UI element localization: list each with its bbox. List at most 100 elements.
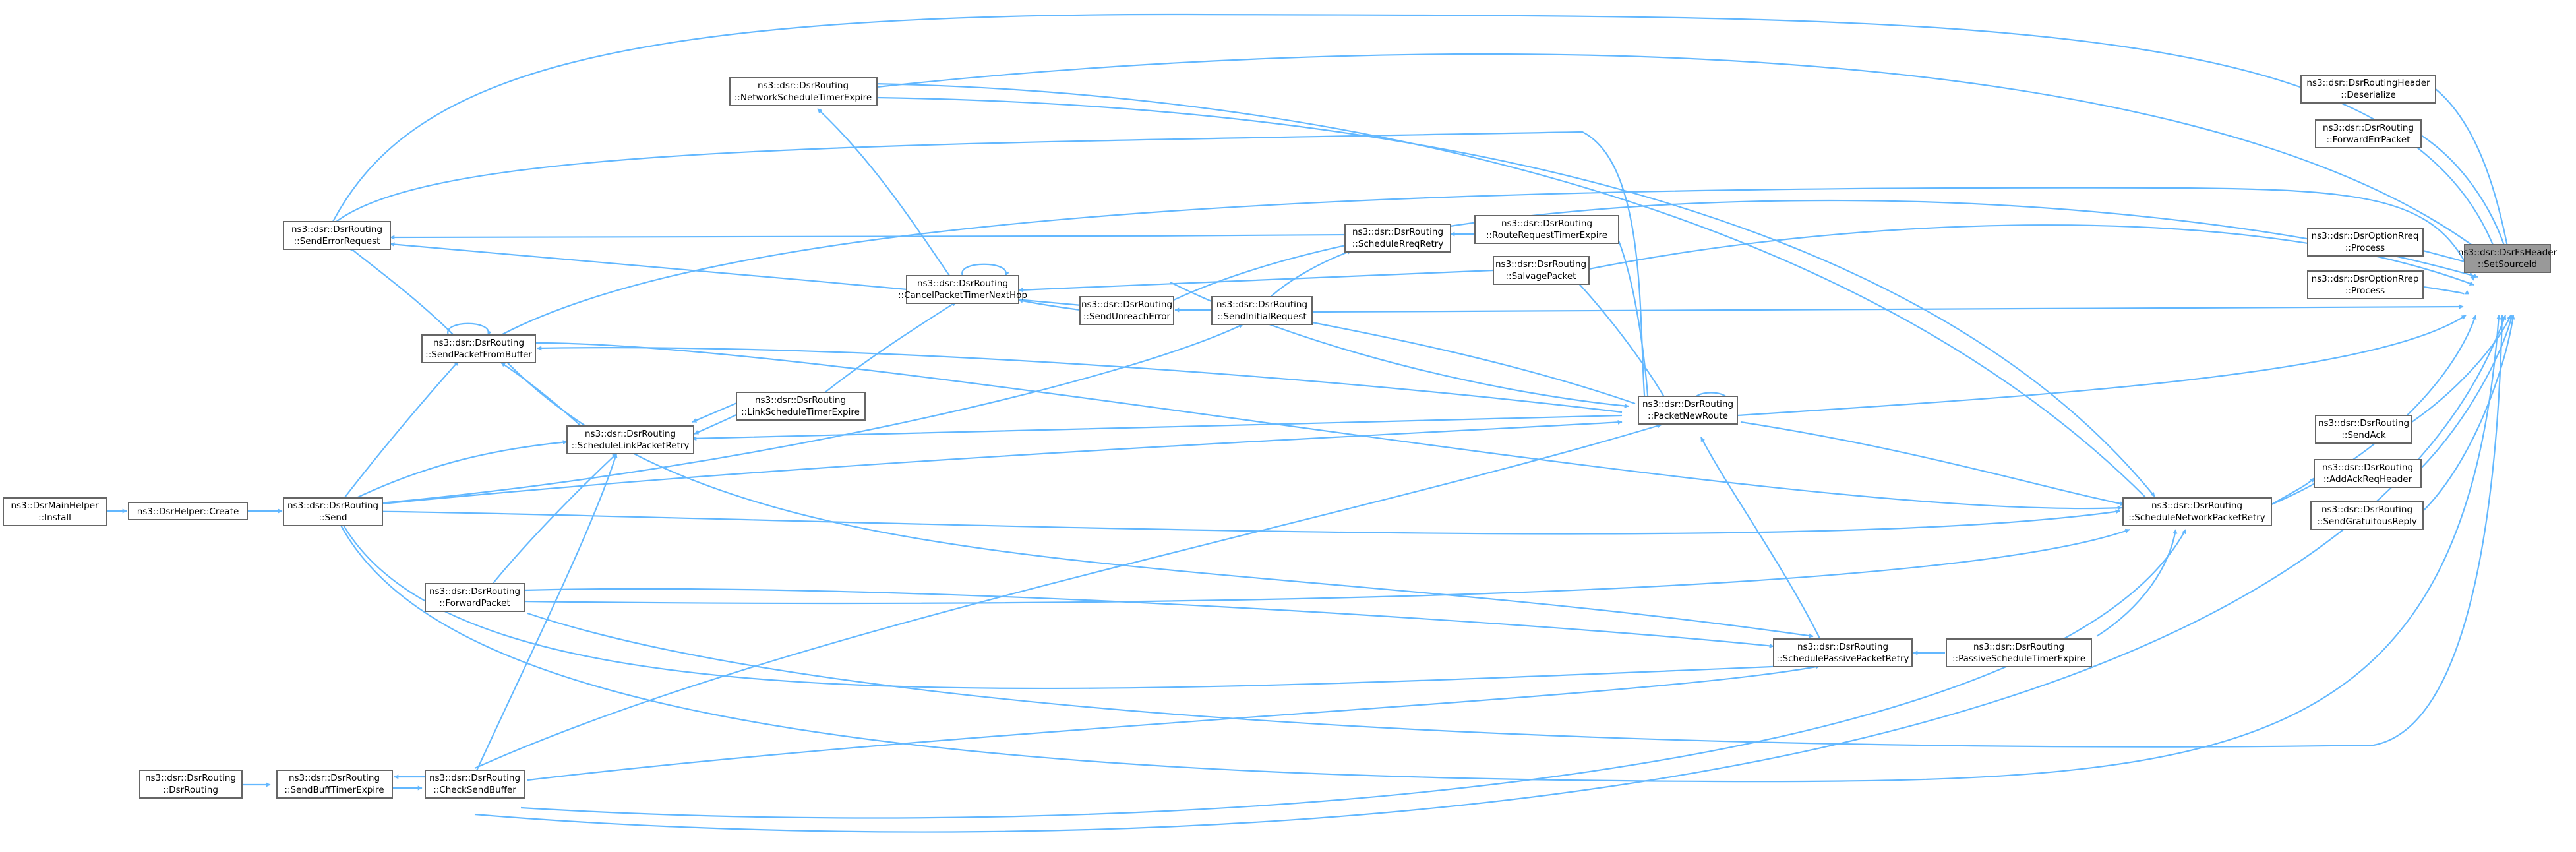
edge-cancel-self [961, 263, 1009, 276]
edge-schedrreq-senderr [390, 233, 1346, 240]
node-schednet[interactable]: ns3::dsr::DsrRouting ::ScheduleNetworkPa… [2122, 497, 2272, 526]
edge-passexpire-schednet [2096, 529, 2178, 637]
node-box [729, 77, 878, 106]
node-label-line2: ::PassiveScheduleTimerExpire [1952, 654, 2085, 664]
node-passretry[interactable]: ns3::dsr::DsrRouting ::SchedulePassivePa… [1773, 638, 1913, 667]
node-label-line2: ::CancelPacketTimerNextHop [898, 290, 1027, 301]
node-addack[interactable]: ns3::dsr::DsrRouting ::AddAckReqHeader [2314, 459, 2422, 488]
node-box [421, 334, 536, 363]
node-schedrreq[interactable]: ns3::dsr::DsrRouting ::ScheduleRreqRetry [1344, 224, 1451, 253]
edge-passretry-newroute [1700, 437, 1820, 639]
node-box [425, 583, 525, 612]
edge-sendbuf-schednet [535, 342, 2122, 510]
node-box [1773, 638, 1913, 667]
node-label-line2: ::NetworkScheduleTimerExpire [734, 92, 872, 103]
node-label-line1: ns3::dsr::DsrRouting [1081, 299, 1172, 310]
node-ctor[interactable]: ns3::dsr::DsrRouting ::DsrRouting [139, 770, 243, 799]
node-unreach[interactable]: ns3::dsr::DsrRouting ::SendUnreachError [1079, 296, 1174, 325]
edge-checkbuf-root [474, 315, 2507, 833]
edge-forward-passretry [524, 588, 1774, 648]
node-box [1638, 396, 1738, 425]
edge-send-sendbuf [342, 361, 459, 501]
node-label-line1: ns3::dsr::DsrOptionRreq [2312, 231, 2419, 241]
edge-addack-root [2420, 315, 2513, 469]
node-gratuitous[interactable]: ns3::dsr::DsrRouting ::SendGratuitousRep… [2310, 501, 2424, 530]
edge-forward-linkretry [491, 453, 617, 586]
node-box [1079, 296, 1174, 325]
node-box [1474, 215, 1619, 244]
node-helpercreate[interactable]: ns3::DsrHelper::Create [128, 502, 248, 520]
edge-rreqexpire-newroute [1617, 240, 1651, 404]
edge-sendbuf-senderr [349, 247, 456, 337]
node-box [906, 275, 1019, 304]
node-deserialize[interactable]: ns3::dsr::DsrRoutingHeader ::Deserialize [2300, 75, 2436, 104]
node-label-line1: ns3::dsr::DsrRouting [2322, 462, 2413, 473]
node-sendack[interactable]: ns3::dsr::DsrRouting ::SendAck [2315, 415, 2412, 444]
node-bufftimer[interactable]: ns3::dsr::DsrRouting ::SendBuffTimerExpi… [276, 770, 393, 799]
node-label-line2: ::SendErrorRequest [294, 236, 380, 247]
node-label-line2: ::Process [2345, 286, 2385, 296]
node-send[interactable]: ns3::dsr::DsrRouting ::Send [283, 497, 383, 526]
node-label-line1: ns3::dsr::DsrRouting [1973, 642, 2064, 652]
node-label-line2: ::ScheduleLinkPacketRetry [572, 441, 690, 451]
node-forward[interactable]: ns3::dsr::DsrRouting ::ForwardPacket [425, 583, 525, 612]
node-rreqexpire[interactable]: ns3::dsr::DsrRouting ::RouteRequestTimer… [1474, 215, 1619, 244]
node-mainhelper[interactable]: ns3::DsrMainHelper ::Install [3, 497, 107, 526]
node-label-line1: ns3::dsr::DsrRouting [1642, 399, 1733, 410]
node-label-line2: ::SendGratuitousReply [2317, 516, 2417, 527]
edge-salvage-cancel [1018, 269, 1494, 293]
edge-send-initreq [342, 324, 1243, 508]
node-sendbuf[interactable]: ns3::dsr::DsrRouting ::SendPacketFromBuf… [421, 334, 536, 363]
node-label-line2: ::ForwardErrPacket [2327, 135, 2411, 145]
edge-sendbuf-passretry [500, 355, 1814, 638]
node-label-line2: ::SendUnreachError [1083, 311, 1171, 322]
node-box [736, 392, 866, 421]
node-label-line1: ns3::dsr::DsrRouting [429, 586, 520, 597]
edge-sendbuf-self [447, 322, 492, 336]
node-rreq[interactable]: ns3::dsr::DsrOptionRreq ::Process [2307, 228, 2424, 257]
node-senderr[interactable]: ns3::dsr::DsrRouting ::SendErrorRequest [283, 221, 391, 250]
node-linkretry[interactable]: ns3::dsr::DsrRouting ::ScheduleLinkPacke… [566, 425, 694, 454]
edge-checkbuf-newroute [474, 423, 1662, 770]
node-label-line2: ::ScheduleNetworkPacketRetry [2128, 512, 2265, 523]
edge-sendbuf-root [500, 187, 2475, 336]
node-label-line1: ns3::DsrHelper::Create [137, 506, 239, 517]
node-linkexpire[interactable]: ns3::dsr::DsrRouting ::LinkScheduleTimer… [736, 392, 866, 421]
node-label-line1: ns3::dsr::DsrRoutingHeader [2306, 78, 2430, 88]
node-initreq[interactable]: ns3::dsr::DsrRouting ::SendInitialReques… [1211, 296, 1313, 325]
node-label-line1: ns3::dsr::DsrRouting [1495, 259, 1586, 270]
node-salvage[interactable]: ns3::dsr::DsrRouting ::SalvagePacket [1493, 256, 1590, 285]
edge-forward-root [527, 315, 2505, 748]
node-label-line1: ns3::dsr::DsrOptionRrep [2312, 274, 2419, 284]
node-label-line1: ns3::dsr::DsrRouting [2321, 504, 2412, 515]
node-label-line2: ::PacketNewRoute [1648, 411, 1728, 421]
edge-salvage-newroute [1575, 280, 1669, 404]
node-box [2310, 501, 2424, 530]
node-box [128, 502, 248, 520]
edge-senderr-newroute [332, 131, 1647, 404]
node-cancel[interactable]: ns3::dsr::DsrRouting ::CancelPacketTimer… [898, 275, 1027, 304]
node-newroute[interactable]: ns3::dsr::DsrRouting ::PacketNewRoute [1638, 396, 1738, 425]
node-label-line2: ::Send [318, 512, 347, 523]
node-checkbuf[interactable]: ns3::dsr::DsrRouting ::CheckSendBuffer [425, 770, 525, 799]
node-label-line2: ::SendPacketFromBuffer [425, 350, 532, 360]
node-netsched[interactable]: ns3::dsr::DsrRouting ::NetworkScheduleTi… [729, 77, 878, 106]
node-label-line2: ::CheckSendBuffer [433, 785, 516, 795]
node-label-line2: ::Process [2345, 243, 2385, 253]
node-label-line1: ns3::dsr::DsrRouting [2318, 418, 2409, 429]
node-layer: ns3::dsr::DsrFsHeader ::SetSourceId ns3:… [3, 75, 2558, 799]
node-label-line1: ns3::dsr::DsrRouting [2323, 123, 2414, 133]
node-label-line2: ::AddAckReqHeader [2323, 474, 2412, 485]
node-fwderr[interactable]: ns3::dsr::DsrRouting ::ForwardErrPacket [2315, 119, 2422, 148]
node-label-line1: ns3::dsr::DsrRouting [145, 773, 236, 783]
edge-linkretry-linkexpire [692, 401, 739, 423]
node-passexpire[interactable]: ns3::dsr::DsrRouting ::PassiveScheduleTi… [1946, 638, 2092, 667]
edge-netsched-schednet [876, 96, 2155, 497]
edge-newroute-root [1737, 315, 2467, 417]
node-root[interactable]: ns3::dsr::DsrFsHeader ::SetSourceId [2458, 244, 2558, 273]
node-label-line1: ns3::dsr::DsrRouting [758, 80, 849, 91]
edge-linkexpire-linkretry [694, 411, 742, 435]
node-rrep[interactable]: ns3::dsr::DsrOptionRrep ::Process [2307, 270, 2424, 299]
node-box [2314, 459, 2422, 488]
node-box [283, 221, 391, 250]
